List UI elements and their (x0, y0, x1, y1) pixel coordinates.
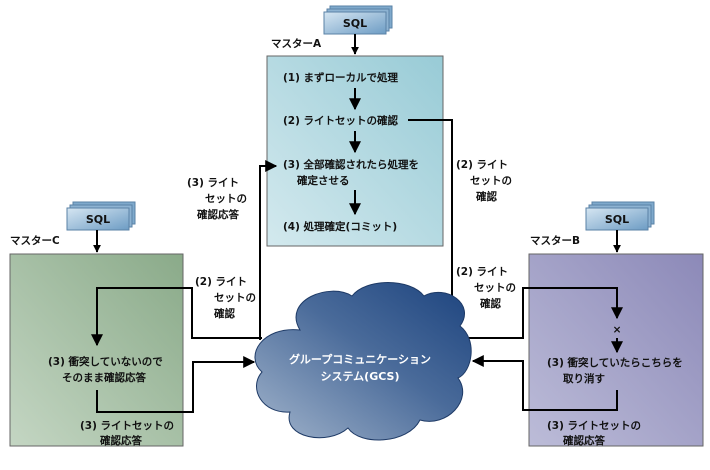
master-b-step-cont: 取り消す (563, 372, 605, 385)
edge-gcs-to-a (259, 160, 278, 340)
edge-gcs-to-a-label-2: セットの (205, 193, 247, 205)
edge-gcs-to-c (91, 287, 262, 347)
gcs-label-line2: システム(GCS) (321, 370, 400, 383)
edge-gcs-to-c-label-3: 確認 (214, 307, 235, 320)
master-c-step: (3) 衝突していないので (48, 355, 163, 368)
master-b-reply-cont: 確認応答 (563, 434, 605, 447)
edge-gcs-to-a-label-3: 確認応答 (197, 208, 239, 221)
master-b-label: マスターB (530, 235, 580, 247)
edge-c-to-gcs (96, 356, 256, 413)
sql-stack-master-a: SQL (323, 5, 393, 35)
master-a-step-3-cont: 確定させる (297, 174, 350, 187)
edge-b-to-gcs (471, 355, 618, 411)
master-a-step-4: (4) 処理確定(コミット) (283, 220, 397, 233)
edge-a-to-gcs-label-2: セットの (470, 175, 512, 187)
conflict-cross-mark: × (613, 324, 622, 336)
master-c-reply-cont: 確認応答 (100, 434, 142, 447)
gcs-cloud: グループコミュニケーション システム(GCS) (254, 282, 472, 441)
sql-label: SQL (605, 213, 629, 226)
edge-a-to-gcs-label-3: 確認 (476, 190, 497, 203)
edge-gcs-to-a-label-1: (3) ライト (187, 177, 239, 189)
master-a-step-2: (2) ライトセットの確認 (283, 114, 399, 127)
sql-label: SQL (343, 17, 367, 30)
edge-gcs-to-c-label-2: セットの (214, 292, 256, 304)
master-a-label: マスターA (271, 38, 322, 50)
edge-gcs-to-c-label-1: (2) ライト (195, 276, 247, 288)
master-b-reply: (3) ライトセットの (547, 420, 641, 432)
sql-stack-master-b: SQL (585, 201, 655, 231)
edge-a-to-gcs (408, 119, 458, 322)
edge-gcs-to-b (462, 287, 623, 339)
sql-stack-master-c: SQL (66, 201, 136, 231)
master-a-step-3: (3) 全部確認されたら処理を (283, 158, 419, 171)
master-b-step: (3) 衝突していたらこちらを (547, 356, 683, 369)
master-a-step-1: (1) まずローカルで処理 (283, 71, 399, 84)
edge-a-to-gcs-label-1: (2) ライト (456, 159, 508, 171)
master-c-reply: (3) ライトセットの (80, 420, 174, 432)
edge-gcs-to-b-label-3: 確認 (480, 297, 501, 310)
master-c-label: マスターC (10, 235, 60, 247)
edge-gcs-to-b-label-2: セットの (474, 282, 516, 294)
master-c-step-cont: そのまま確認応答 (62, 371, 146, 384)
master-c-box (9, 253, 184, 447)
edge-gcs-to-b-label-1: (2) ライト (456, 266, 508, 278)
gcs-label-line1: グループコミュニケーション (289, 352, 431, 366)
sql-label: SQL (86, 213, 110, 226)
